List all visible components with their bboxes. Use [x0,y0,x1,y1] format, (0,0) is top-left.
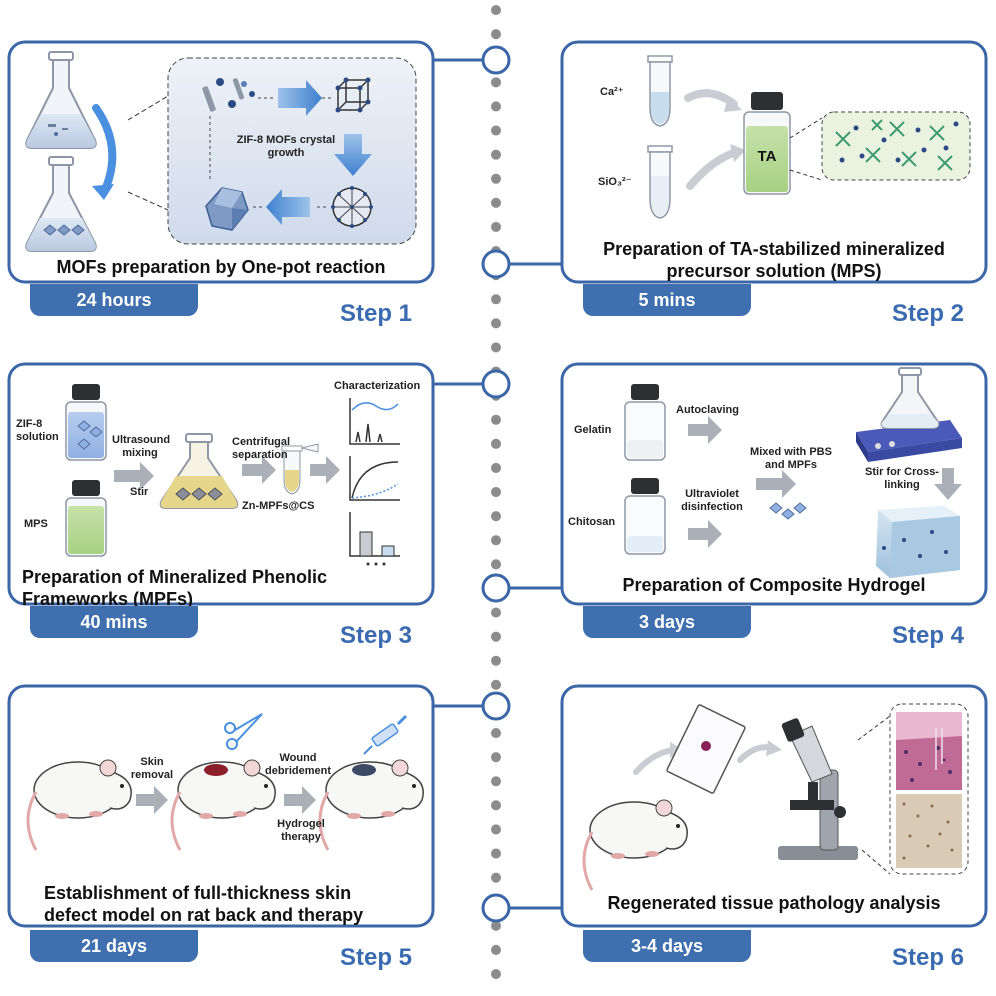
arrow-right-icon [278,80,322,116]
step1-title: MOFs preparation by One-pot reaction [56,257,386,277]
zn-mpfs-label: Zn-MPFs@CS [242,500,315,512]
step2-label: Step 2 [892,300,965,327]
precursor-icon [202,78,255,112]
arrow-down-icon [934,468,962,500]
rat-icon [582,799,688,891]
autoclaving-label: Autoclaving [676,404,739,416]
characterization-charts [349,398,400,557]
syringe-icon [363,714,408,755]
arrow-right-icon [242,456,276,484]
vial-icon [65,384,107,461]
step5-duration: 21 days [30,930,198,962]
step2-graphics [647,55,971,219]
step6-graphics [582,703,969,891]
step6-duration: 3-4 days [583,930,751,962]
centrifugal-label: Centrifugal separation [232,436,291,461]
curved-arrow-icon [686,148,740,190]
arrow-right-icon [136,786,168,814]
cluster-sphere-icon [331,186,373,228]
chitosan-label: Chitosan [568,516,616,528]
characterization-label: Characterization [334,380,421,392]
arrow-down-icon [334,134,372,176]
step2-title: Preparation of TA-stabilized mineralized… [603,239,945,281]
timeline-node [481,893,511,923]
arrow-right-icon [284,786,316,814]
tube-icon [647,145,673,219]
step5-label: Step 5 [340,944,413,971]
hydrogel-therapy-label: Hydrogel therapy [277,818,325,843]
step1-duration: 24 hours [30,284,198,316]
mpf-particles-icon [769,502,807,520]
hydrogel-block-icon [876,506,960,578]
mixed-label: Mixed with PBS and MPFs [750,446,832,471]
silicate-label: SiO₃²⁻ [598,176,632,188]
step1-graphics [25,51,417,252]
rat-icon [170,759,276,851]
ta-molecule-icon [835,119,953,171]
timeline-node [481,573,511,603]
timeline-node [481,249,511,279]
microscope-icon [778,718,858,860]
vial-icon [65,480,107,557]
arrow-right-icon [756,470,796,498]
skin-removal-label: Skin removal [130,756,174,781]
step2-duration: 5 mins [583,284,751,316]
step1-label: Step 1 [340,300,413,327]
arrow-left-icon [266,189,310,225]
mps-label: MPS [24,518,48,530]
timeline-node [481,691,511,721]
magnetic-stirrer-icon [856,367,962,462]
scissors-icon [224,713,263,750]
stir-label: Stir [130,486,149,498]
arrow-right-icon [114,462,154,490]
step3-graphics [65,384,400,566]
crosslink-label: Stir for Cross-linking [865,466,939,491]
arrow-right-icon [688,520,722,548]
timeline [433,5,562,995]
step6-title: Regenerated tissue pathology analysis [607,893,941,913]
ultrasound-label: Ultrasound mixing [112,434,171,459]
rat-icon [318,759,424,851]
rat-icon [26,759,132,851]
step4-graphics [624,367,962,578]
step3-duration: 40 mins [30,606,198,638]
timeline-node [481,45,511,75]
zif-solution-label: ZIF-8 solution [16,418,59,443]
uv-label: Ultraviolet disinfection [681,488,743,513]
arrow-right-icon [310,456,340,484]
tube-icon [647,55,673,127]
gelatin-label: Gelatin [574,424,612,436]
bar-chart-icon [359,531,395,566]
crystal-icon [205,187,249,231]
step3-title: Preparation of Mineralized Phenolic Fram… [22,567,328,609]
flask-icon [25,51,97,149]
wound-label: Wound debridement [264,752,331,777]
vial-icon [624,478,666,555]
flask-icon [159,433,239,509]
calcium-label: Ca²⁺ [600,86,624,98]
slide-icon [666,704,746,794]
step4-label: Step 4 [892,622,965,649]
molecule-inset [821,111,971,181]
arrow-right-icon [688,416,722,444]
crystal-growth-label: ZIF-8 MOFs crystal growth [236,134,336,159]
ta-label: TA [757,148,777,165]
step5-graphics [26,713,424,851]
step5-title: Establishment of full-thickness skin def… [44,883,364,925]
tube-icon [281,443,319,495]
flask-icon [25,156,97,252]
step6-label: Step 6 [892,944,965,971]
step4-duration: 3 days [583,606,751,638]
vial-icon [624,384,666,461]
histology-image [896,712,962,868]
timeline-node [481,369,511,399]
curved-arrow-icon [92,104,117,196]
step3-label: Step 3 [340,622,413,649]
vial-icon [743,92,791,195]
step4-title: Preparation of Composite Hydrogel [622,575,926,595]
